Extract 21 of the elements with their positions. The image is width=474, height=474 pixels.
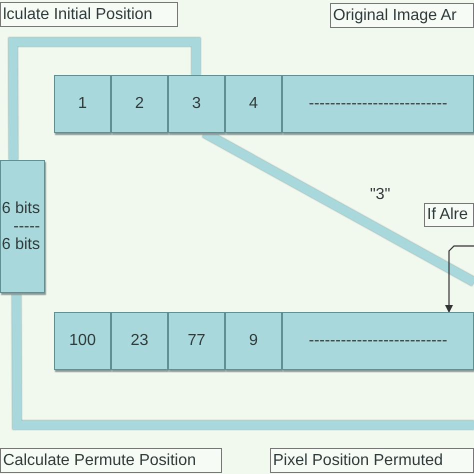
array-cell: 3 (168, 75, 225, 133)
array-cell: 77 (168, 312, 225, 370)
array-cell: -------------------------- (282, 75, 474, 133)
bit-text: 6 bits (0, 236, 41, 254)
array-cell: 4 (225, 75, 282, 133)
bit-box (0, 160, 45, 293)
array-cell: 1 (54, 75, 111, 133)
array-cell: 23 (111, 312, 168, 370)
label-box: lculate Initial Position (0, 2, 178, 27)
array-cell: -------------------------- (282, 312, 474, 370)
bit-text: ----- (12, 218, 41, 236)
pipe-connector (12, 292, 474, 430)
label-box: Pixel Position Permuted (270, 448, 474, 473)
label-box: If Alre (424, 203, 474, 227)
bit-text: 6 bits (0, 200, 41, 218)
array-cell: 9 (225, 312, 282, 370)
label-box: Original Image Ar (330, 3, 474, 28)
arrow (445, 245, 474, 313)
label-box: Calculate Permute Position (0, 448, 222, 473)
array-cell: 100 (54, 312, 111, 370)
array-cell: 2 (111, 75, 168, 133)
